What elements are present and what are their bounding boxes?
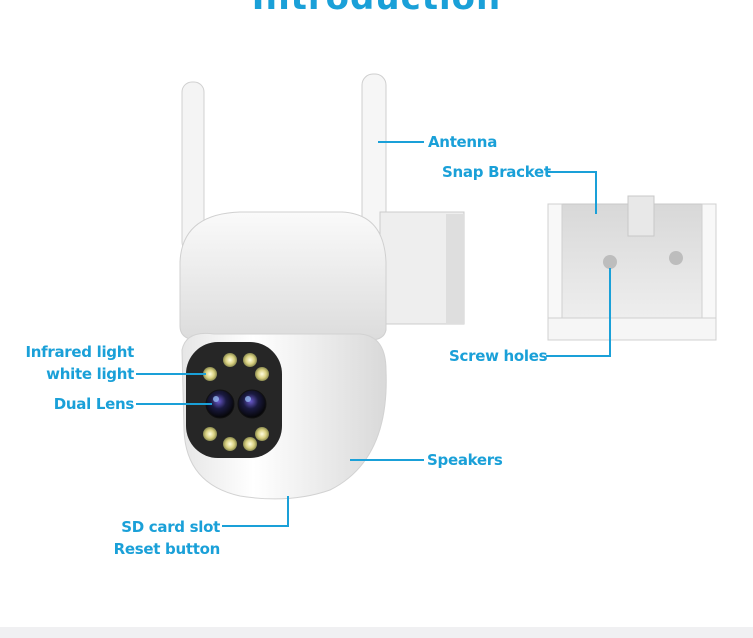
leader-lines bbox=[136, 141, 611, 527]
led-icon bbox=[243, 353, 257, 367]
leader-screw-holes bbox=[546, 268, 611, 357]
led-icon bbox=[203, 367, 217, 381]
camera-wall-mount bbox=[379, 211, 465, 325]
snap-bracket bbox=[547, 195, 717, 341]
label-screw-holes: Screw holes bbox=[449, 347, 548, 365]
camera-ball-head bbox=[181, 332, 387, 500]
label-reset-button: Reset button bbox=[113, 540, 221, 558]
led-icon bbox=[255, 427, 269, 441]
label-white-light: white light bbox=[46, 365, 134, 383]
led-icon bbox=[243, 437, 257, 451]
led-icon bbox=[203, 427, 217, 441]
lens-icon bbox=[237, 389, 267, 419]
leader-sd-card-slot bbox=[222, 496, 289, 527]
leader-snap-bracket bbox=[546, 171, 597, 214]
led-icon bbox=[255, 367, 269, 381]
label-dual-lens: Dual Lens bbox=[53, 395, 135, 413]
label-speakers: Speakers bbox=[427, 451, 503, 469]
label-antenna: Antenna bbox=[428, 133, 498, 151]
label-snap-bracket: Snap Bracket bbox=[442, 163, 551, 181]
screw-hole-icon bbox=[603, 255, 617, 269]
led-icon bbox=[223, 353, 237, 367]
bottom-divider bbox=[0, 627, 753, 638]
label-sd-card-slot: SD card slot bbox=[121, 518, 220, 536]
page-title: Introduction bbox=[0, 0, 753, 18]
led-icon bbox=[223, 437, 237, 451]
label-infrared-light: Infrared light bbox=[25, 343, 134, 361]
screw-hole-icon bbox=[669, 251, 683, 265]
camera-upper-housing bbox=[179, 211, 387, 341]
